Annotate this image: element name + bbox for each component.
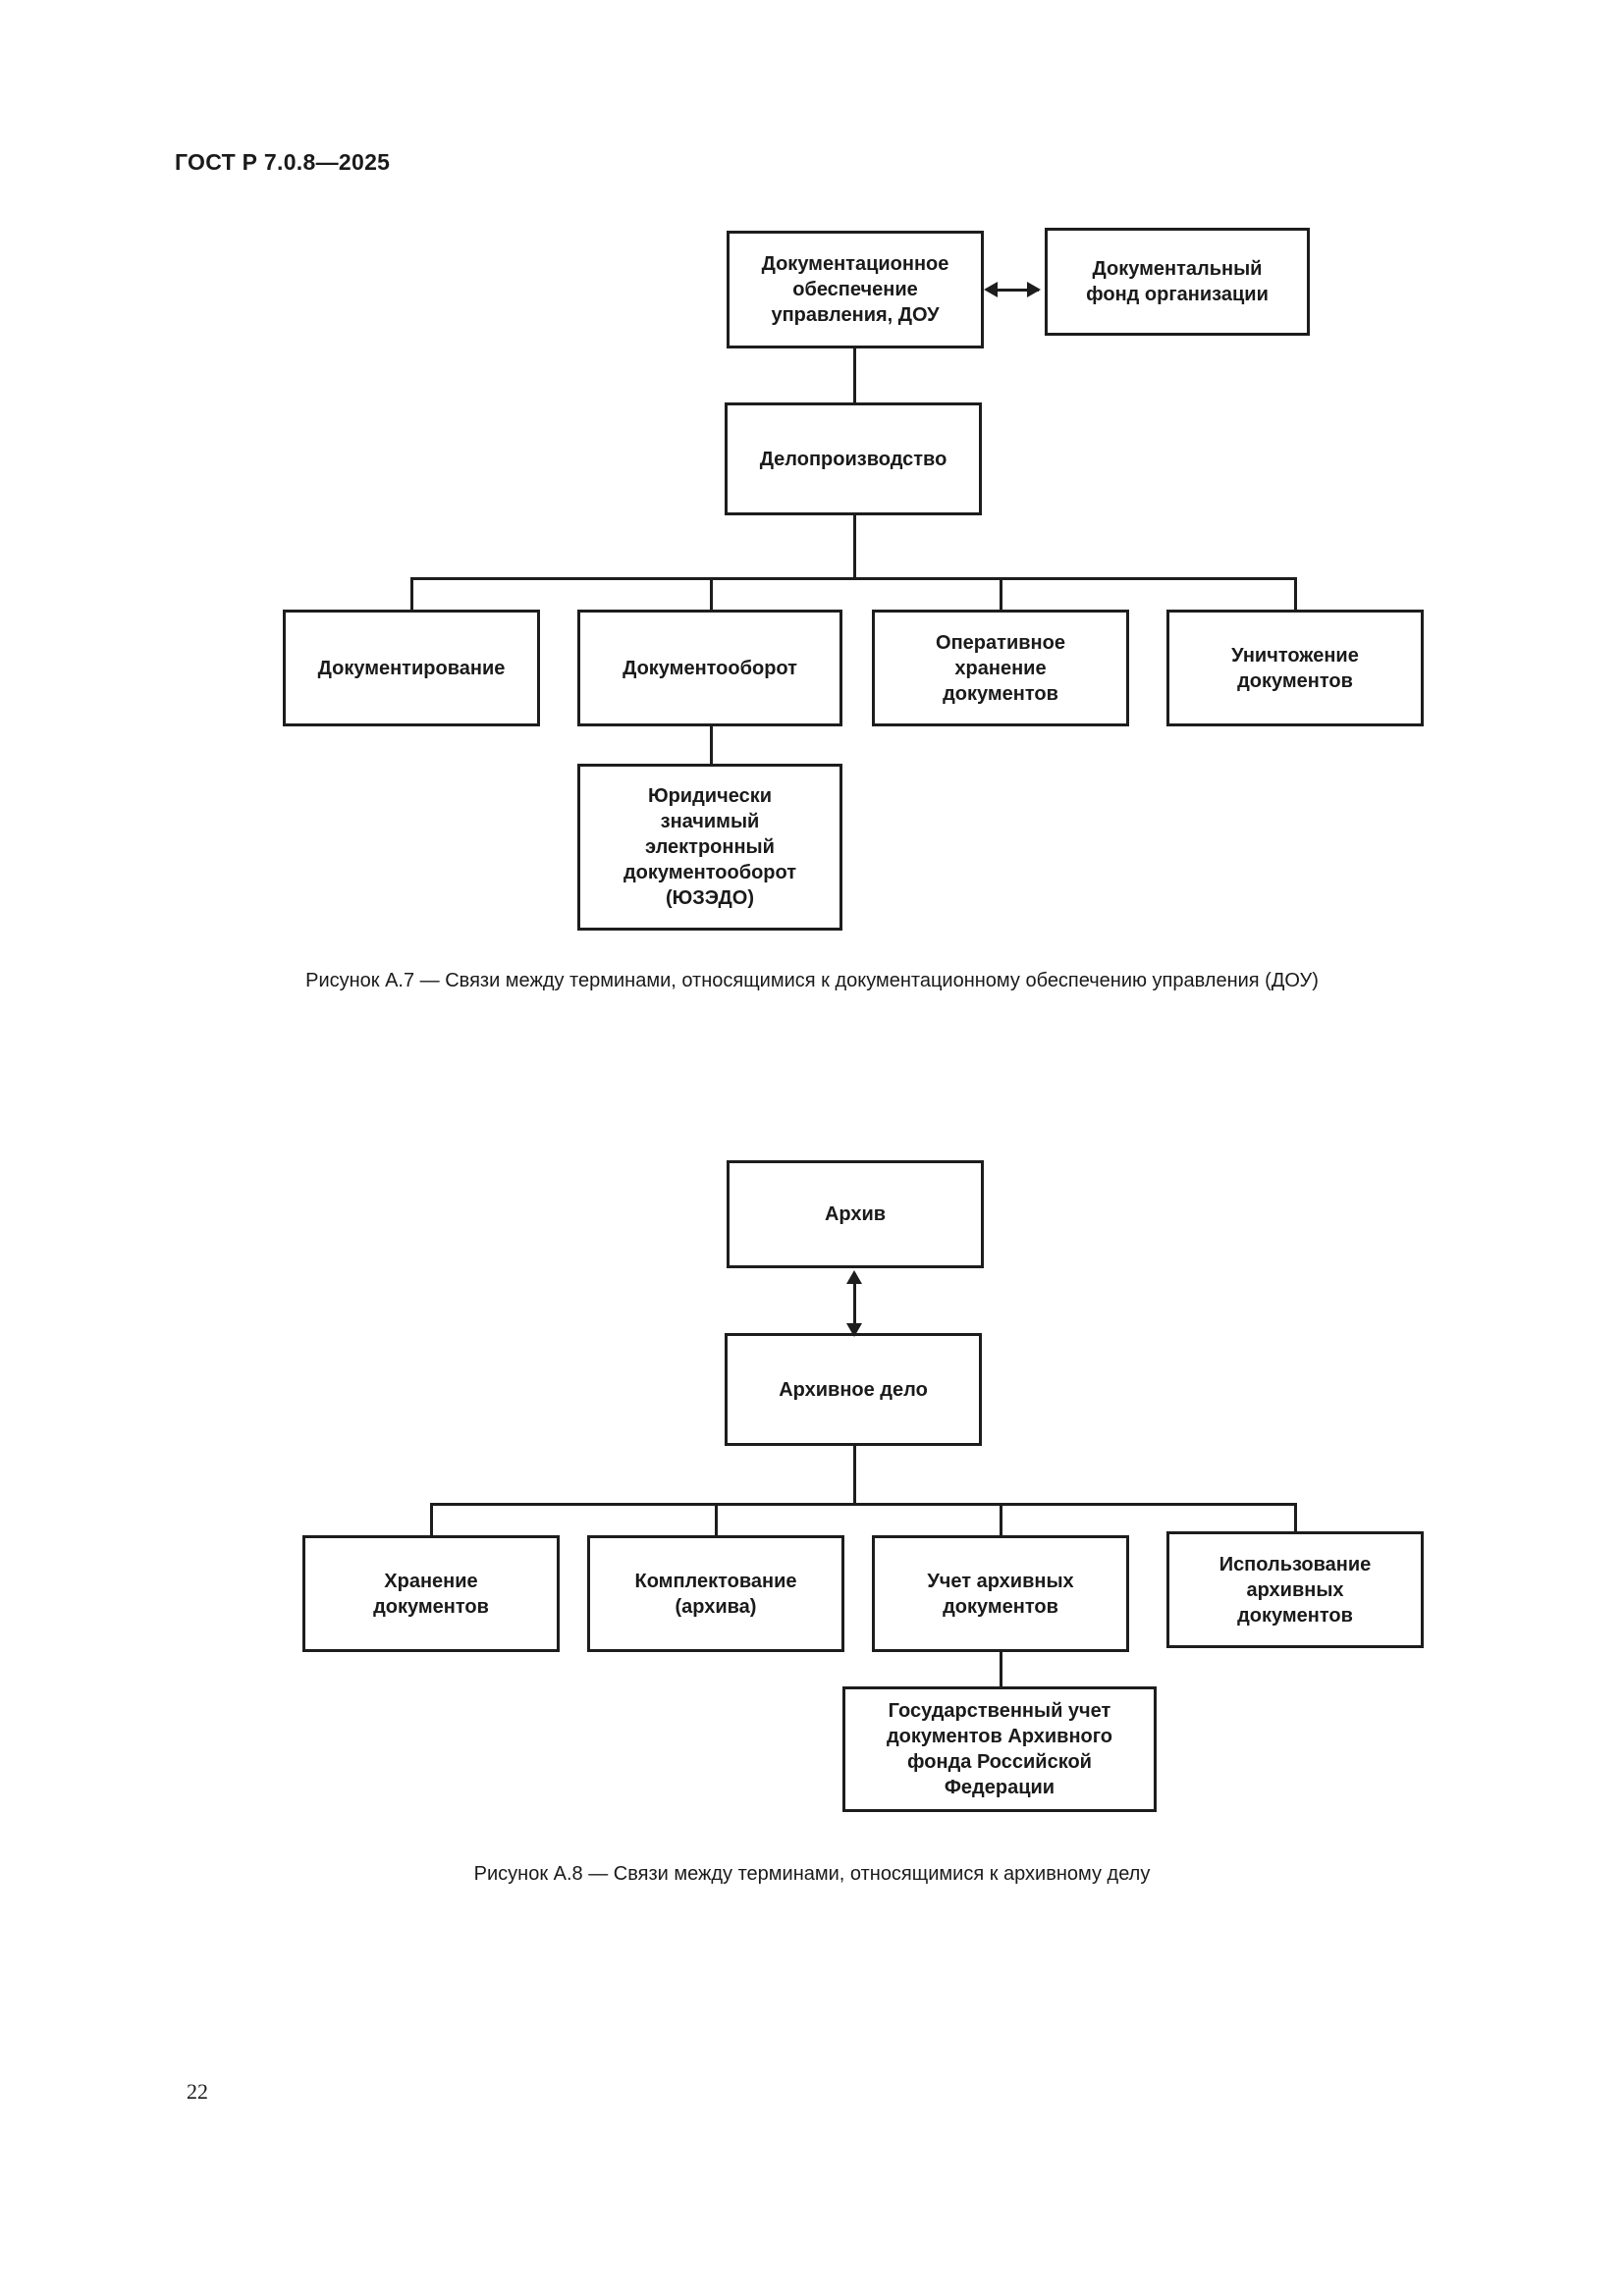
node-label: Документирование	[317, 657, 506, 679]
node-label: Учет архивных документов	[927, 1570, 1074, 1618]
arrowhead-right-icon	[1027, 282, 1041, 297]
node-state-accounting: Государственный учет документов Архивног…	[842, 1686, 1157, 1812]
connector-drop-1	[410, 577, 413, 610]
node-label: Документооборот	[623, 657, 797, 679]
node-archive: Архив	[727, 1160, 984, 1268]
arrowhead-down-icon	[846, 1323, 862, 1337]
connector-drop-3	[1000, 577, 1002, 610]
connector-records-bus	[410, 577, 1297, 580]
connector-drop-a1	[430, 1503, 433, 1535]
node-label: Государственный учет документов Архивног…	[886, 1700, 1113, 1798]
connector-flow-to-uzedo	[710, 726, 713, 764]
node-label: Хранение документов	[373, 1570, 489, 1618]
node-documenting: Документирование	[283, 610, 540, 726]
figure-a8-caption: Рисунок А.8 — Связи между терминами, отн…	[473, 1863, 1151, 1885]
node-label: Документальный фонд организации	[1086, 258, 1269, 305]
arrowhead-left-icon	[984, 282, 998, 297]
connector-archiving-bus	[430, 1503, 1297, 1506]
node-legally-significant-edf: Юридически значимый электронный документ…	[577, 764, 842, 931]
connector-drop-a2	[715, 1503, 718, 1535]
node-documentation-management: Документационное обеспечение управления,…	[727, 231, 984, 348]
connector-dou-to-fund	[990, 289, 1039, 292]
connector-dou-to-records	[853, 348, 856, 402]
connector-drop-a3	[1000, 1503, 1002, 1535]
node-records-management: Делопроизводство	[725, 402, 982, 515]
connector-archive-to-archiving	[853, 1274, 856, 1333]
node-label: Юридически значимый электронный документ…	[623, 785, 797, 909]
node-archival-accounting: Учет архивных документов	[872, 1535, 1129, 1652]
node-label: Уничтожение документов	[1231, 644, 1359, 692]
node-acquisition: Комплектование (архива)	[587, 1535, 844, 1652]
connector-accounting-to-state	[1000, 1652, 1002, 1686]
node-label: Архивное дело	[779, 1378, 928, 1401]
node-label: Использование архивных документов	[1218, 1553, 1372, 1627]
node-label: Комплектование (архива)	[634, 1570, 797, 1618]
node-document-flow: Документооборот	[577, 610, 842, 726]
node-document-storage: Хранение документов	[302, 1535, 560, 1652]
node-operative-storage: Оперативное хранение документов	[872, 610, 1129, 726]
node-label: Делопроизводство	[759, 448, 947, 470]
connector-records-trunk	[853, 515, 856, 577]
page-number: 22	[187, 2079, 208, 2104]
node-archival-use: Использование архивных документов	[1166, 1531, 1424, 1648]
connector-archiving-trunk	[853, 1446, 856, 1503]
node-archiving: Архивное дело	[725, 1333, 982, 1446]
arrowhead-up-icon	[846, 1270, 862, 1284]
node-label: Оперативное хранение документов	[936, 631, 1065, 705]
page-title: ГОСТ Р 7.0.8—2025	[175, 149, 391, 175]
connector-drop-4	[1294, 577, 1297, 610]
connector-drop-a4	[1294, 1503, 1297, 1535]
node-documentary-fund: Документальный фонд организации	[1045, 228, 1310, 336]
connector-drop-2	[710, 577, 713, 610]
node-label: Документационное обеспечение управления,…	[761, 253, 949, 326]
node-document-destruction: Уничтожение документов	[1166, 610, 1424, 726]
figure-a7-caption: Рисунок А.7 — Связи между терминами, отн…	[305, 970, 1319, 991]
node-label: Архив	[824, 1203, 887, 1225]
figure-a7-diagram: Документационное обеспечение управления,…	[0, 0, 1624, 1011]
figure-a7: Документационное обеспечение управления,…	[0, 0, 1624, 1011]
